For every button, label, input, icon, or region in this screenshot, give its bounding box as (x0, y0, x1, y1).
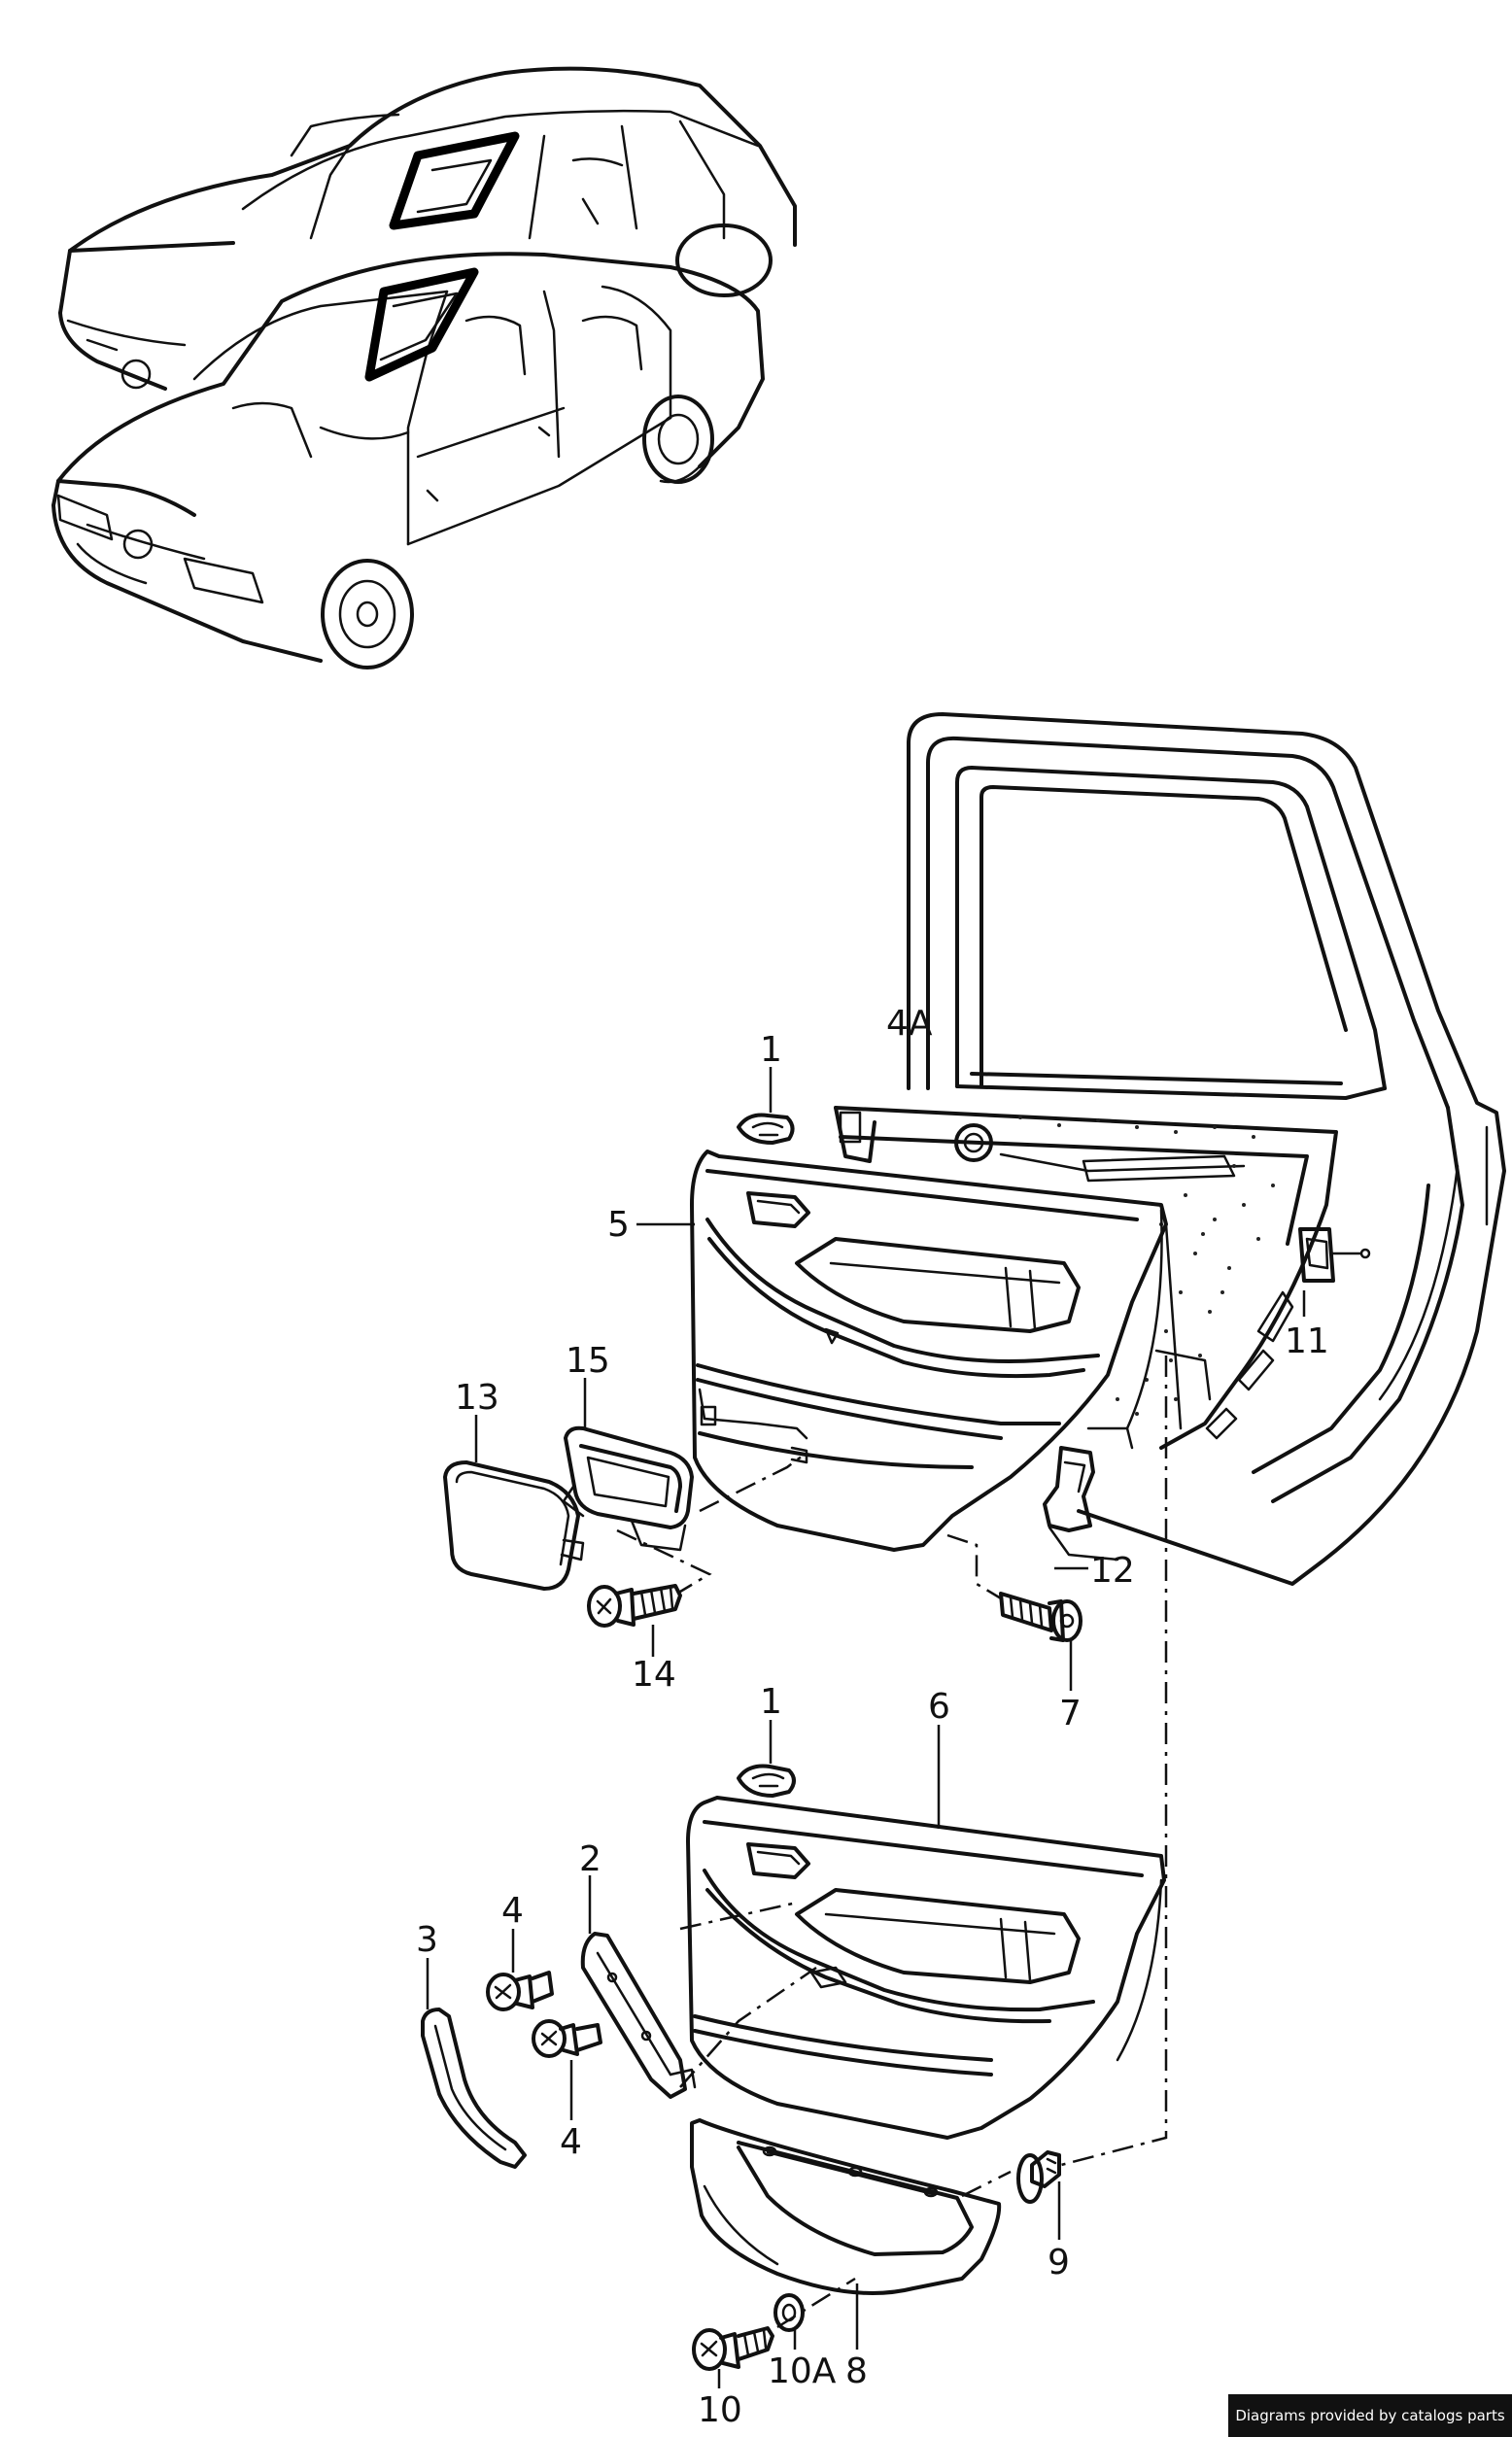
sedan-car-outline (52, 252, 765, 663)
callout-4-upper: 4 (501, 1891, 524, 1931)
callout-1-lower: 1 (760, 1682, 782, 1722)
screw-part-14 (587, 1584, 682, 1628)
door-trim-panel-5 (690, 1150, 1183, 1552)
cover-strip-part-3 (421, 2008, 527, 2169)
plug-part-9 (1016, 2150, 1061, 2204)
callout-5: 5 (607, 1205, 630, 1245)
screw-part-10 (692, 2326, 774, 2371)
callout-12: 12 (1090, 1551, 1135, 1591)
screw-part-4-lower (532, 2019, 602, 2058)
sedan-door-highlight (364, 267, 479, 382)
callout-14: 14 (632, 1655, 676, 1695)
door-trim-panel-6 (686, 1796, 1166, 2140)
callout-4-lower: 4 (560, 2122, 582, 2162)
callout-3: 3 (416, 1920, 438, 1960)
callout-10: 10 (698, 2390, 742, 2430)
callout-8: 8 (845, 2351, 868, 2391)
callout-9: 9 (1048, 2243, 1070, 2283)
wagon-car-outline (58, 66, 797, 391)
leader-lines (426, 1042, 1306, 2388)
callout-1-upper: 1 (760, 1030, 782, 1070)
screw-part-7 (999, 1592, 1082, 1642)
callout-labels: 1 4A 5 11 13 15 12 14 7 1 6 2 3 4 4 9 10… (416, 1004, 1329, 2430)
pocket-part-8 (690, 2118, 1002, 2295)
credit-banner: Diagrams provided by catalogs parts (1228, 2394, 1512, 2437)
callout-10A: 10A (768, 2351, 837, 2391)
assembly-lines (616, 1356, 1168, 2329)
callout-2: 2 (579, 1839, 601, 1879)
callout-6: 6 (928, 1687, 950, 1727)
handle-housing-part-15 (562, 1425, 694, 1552)
callout-15: 15 (566, 1341, 610, 1381)
clip-part-1-lower (737, 1764, 796, 1798)
callout-13: 13 (455, 1378, 499, 1418)
rear-door-shell (834, 712, 1506, 1586)
grip-strip-part-2 (580, 1932, 697, 2099)
sedan-rear-wheel (642, 395, 714, 484)
callout-11: 11 (1285, 1321, 1329, 1361)
vehicle-illustration (52, 66, 797, 669)
handle-bezel-part-13 (443, 1460, 585, 1591)
callout-4A: 4A (886, 1004, 933, 1044)
callout-7: 7 (1059, 1694, 1082, 1733)
sedan-front-wheel (321, 559, 414, 669)
screw-part-4-upper (486, 1971, 554, 2011)
clip-part-1-upper (737, 1113, 795, 1145)
clip-part-12 (1043, 1446, 1119, 1562)
door-inner-texture (1018, 1116, 1275, 1416)
wagon-door-highlight (389, 131, 520, 230)
